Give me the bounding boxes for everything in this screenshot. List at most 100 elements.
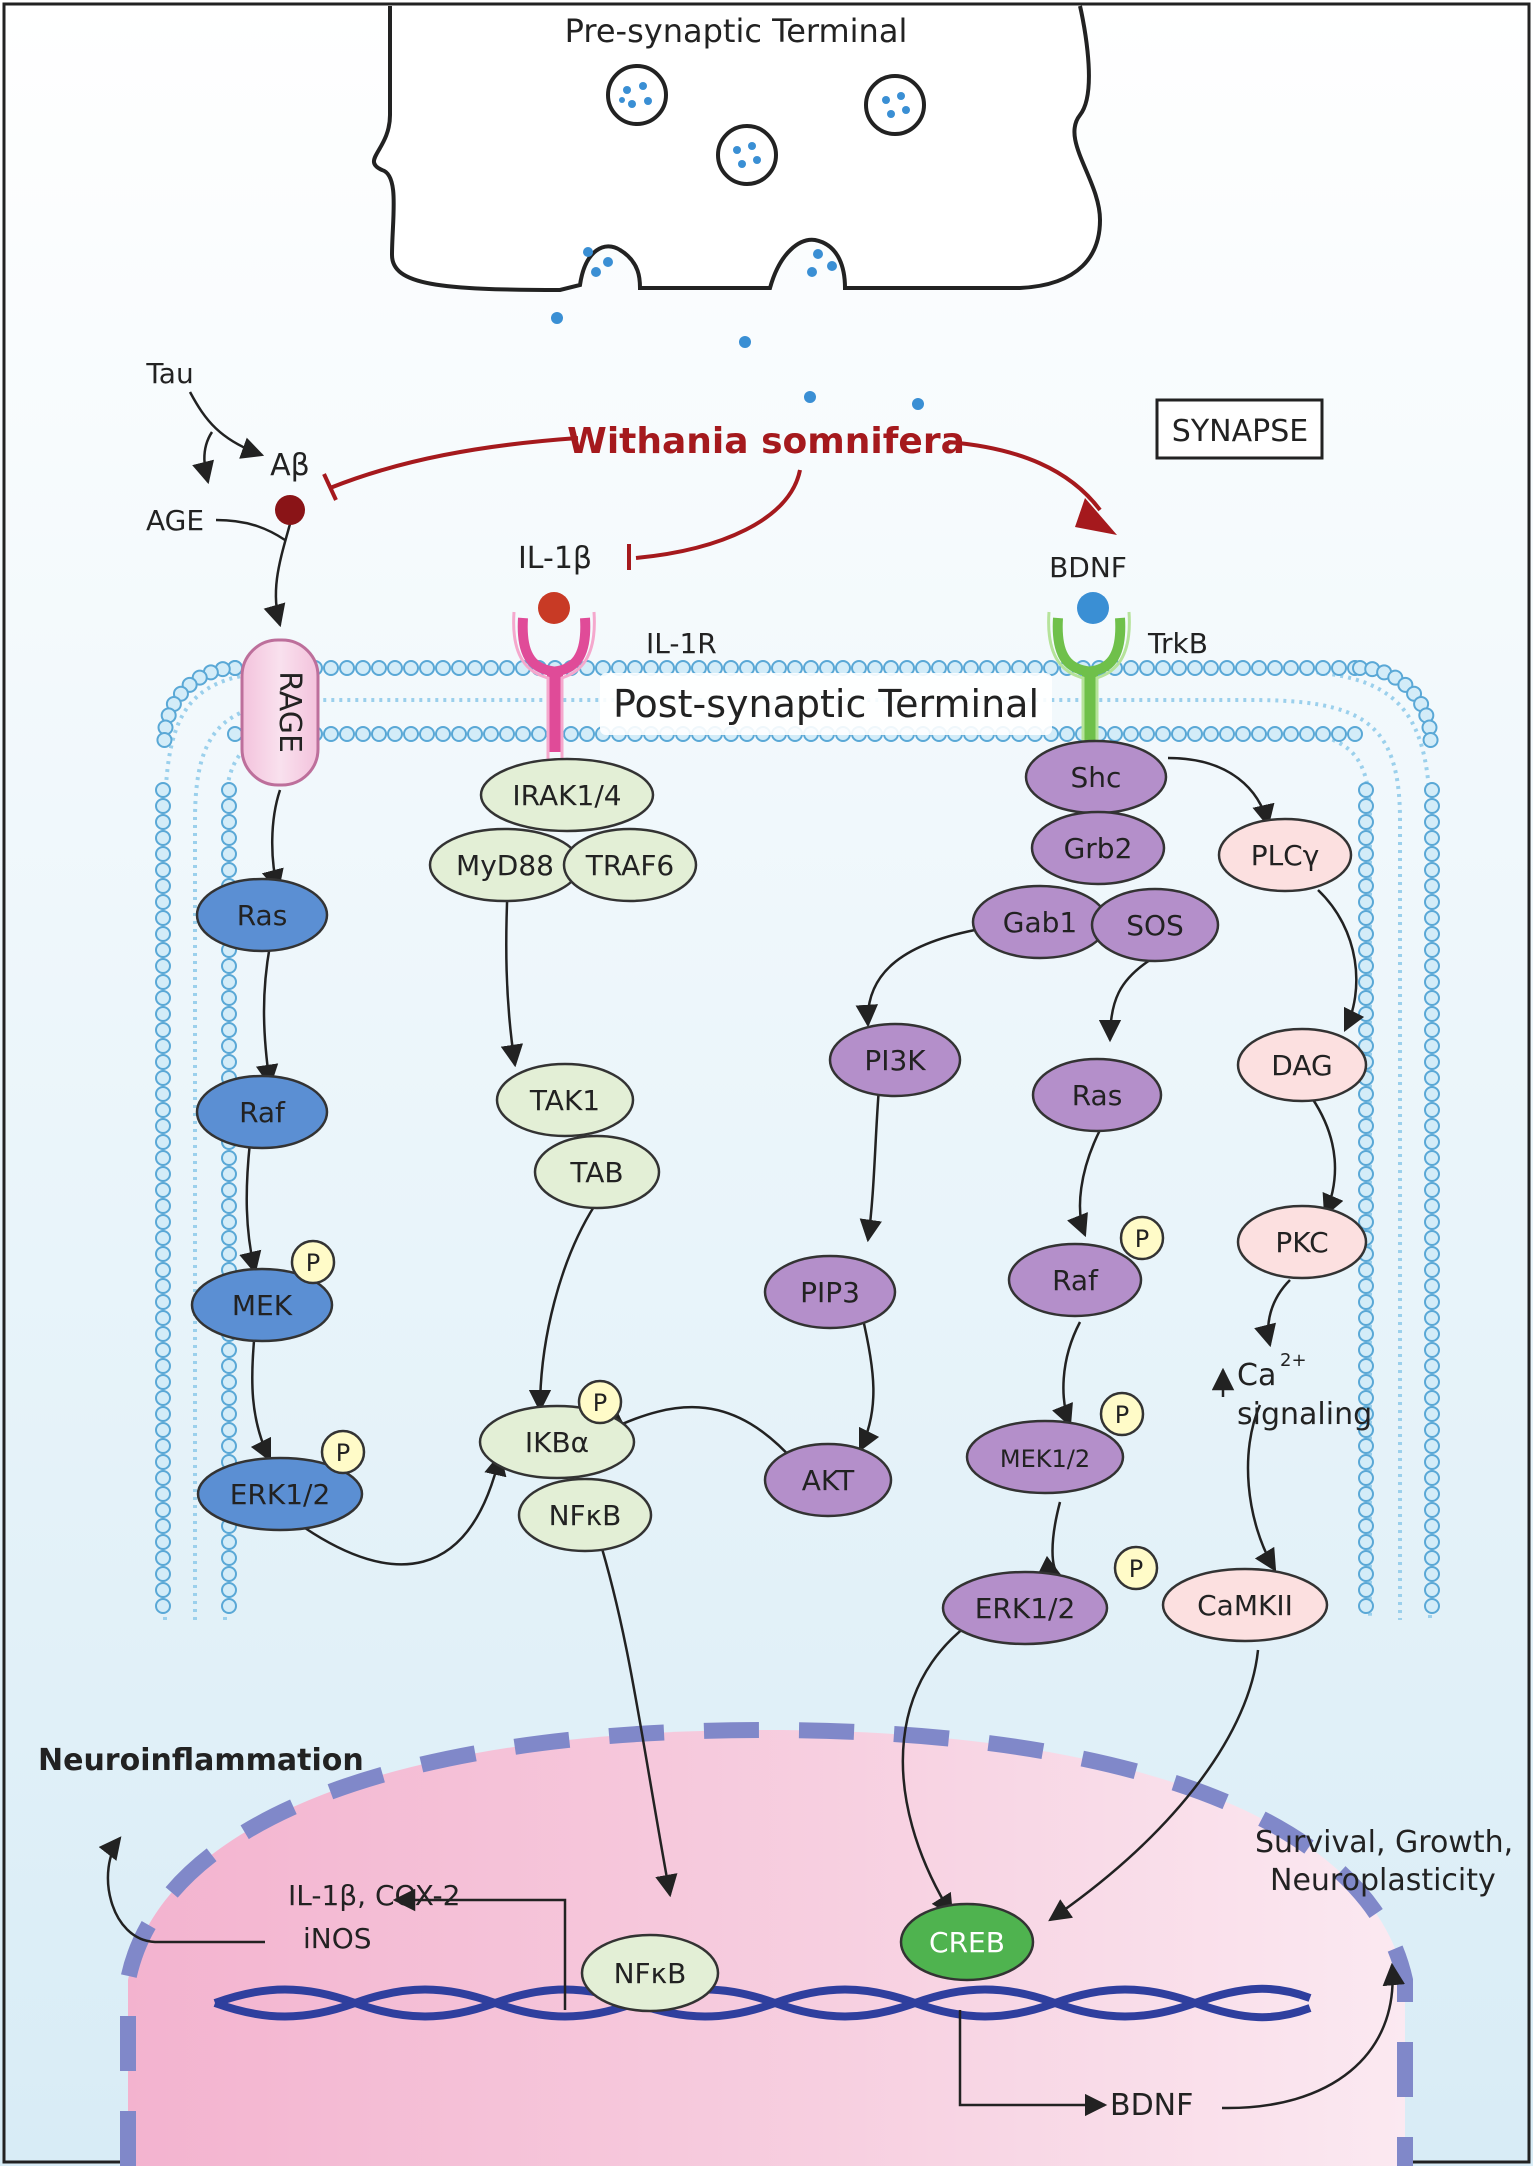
nuclear-products-line2: iNOS bbox=[303, 1922, 372, 1955]
node-traf6: TRAF6 bbox=[562, 827, 698, 903]
node-shape bbox=[495, 1062, 635, 1138]
node-raf-left: Raf bbox=[195, 1074, 329, 1150]
node-shape bbox=[478, 1404, 636, 1480]
node-tab: TAB bbox=[533, 1134, 661, 1210]
node-shape bbox=[965, 1419, 1125, 1495]
node-label: ERK1/2 bbox=[230, 1478, 331, 1511]
postsynaptic-label: Post-synaptic Terminal bbox=[613, 682, 1039, 726]
node-label: Raf bbox=[239, 1096, 286, 1129]
node-label: SOS bbox=[1126, 909, 1184, 942]
node-label: PLCγ bbox=[1251, 839, 1320, 872]
node-creb: CREB bbox=[899, 1902, 1035, 1982]
trkb-receptor bbox=[1047, 611, 1131, 760]
node-label: Ras bbox=[1072, 1079, 1123, 1112]
il1r-receptor bbox=[512, 611, 596, 760]
node-shape bbox=[562, 827, 698, 903]
node-shape bbox=[580, 1933, 720, 2013]
tau-label: Tau bbox=[145, 357, 193, 390]
neuroinflammation-label: Neuroinflammation bbox=[38, 1743, 364, 1778]
nuclear-products-line1: IL-1β, COX-2 bbox=[288, 1879, 460, 1912]
node-shape bbox=[1236, 1027, 1368, 1103]
bdnf-bottom-label: BDNF bbox=[1110, 2088, 1193, 2123]
phospho-badge: P bbox=[320, 1429, 366, 1475]
bdnf-ligand bbox=[1077, 592, 1109, 624]
presynaptic-terminal: Pre-synaptic Terminal bbox=[372, 5, 1103, 410]
node-label: PIP3 bbox=[800, 1276, 860, 1309]
node-shape bbox=[1007, 1242, 1143, 1318]
node-mek-left: MEK bbox=[190, 1267, 334, 1343]
node-shape bbox=[479, 757, 655, 833]
node-label: Gab1 bbox=[1003, 906, 1077, 939]
node-shape bbox=[196, 1456, 364, 1532]
node-label: MEK bbox=[232, 1289, 293, 1322]
dna-helix bbox=[213, 1984, 1312, 2022]
synapse-box bbox=[1155, 398, 1324, 460]
node-sos: SOS bbox=[1090, 887, 1220, 963]
node-ras-left: Ras bbox=[195, 877, 329, 953]
node-shape bbox=[190, 1267, 334, 1343]
withania-arrows bbox=[322, 436, 1102, 570]
node-shape bbox=[517, 1477, 653, 1553]
node-nfkb-nuc: NFκB bbox=[580, 1933, 720, 2013]
node-plcg: PLCγ bbox=[1217, 817, 1353, 893]
node-label: PI3K bbox=[864, 1044, 926, 1077]
node-shc: Shc bbox=[1024, 739, 1168, 815]
node-label: Ras bbox=[237, 899, 288, 932]
synapse-label: SYNAPSE bbox=[1172, 414, 1308, 449]
node-label: NFκB bbox=[614, 1957, 687, 1990]
phospho-badge: P bbox=[577, 1379, 623, 1425]
il1b-ligand bbox=[538, 592, 570, 624]
node-raf-right: Raf bbox=[1007, 1242, 1143, 1318]
node-shape bbox=[763, 1254, 897, 1330]
node-camkii: CaMKII bbox=[1161, 1567, 1329, 1643]
ca-signaling-text: signaling bbox=[1237, 1397, 1372, 1432]
abeta-ligand bbox=[275, 495, 305, 525]
node-gab1: Gab1 bbox=[971, 884, 1109, 960]
node-label: CREB bbox=[929, 1926, 1005, 1959]
postsynaptic-label-bg bbox=[600, 673, 1052, 735]
nucleus bbox=[120, 1721, 1413, 2166]
node-shape bbox=[533, 1134, 661, 1210]
svg-text:P: P bbox=[1135, 1225, 1149, 1253]
node-shape bbox=[899, 1902, 1035, 1982]
svg-text:P: P bbox=[336, 1439, 350, 1467]
withania-activation-arrowhead bbox=[1075, 498, 1117, 535]
svg-text:P: P bbox=[593, 1389, 607, 1417]
survival-line1: Survival, Growth, bbox=[1255, 1825, 1513, 1860]
pathway-arrows bbox=[98, 756, 1405, 2117]
node-mek12: MEK1/2 bbox=[965, 1419, 1125, 1495]
il1b-label: IL-1β bbox=[518, 541, 592, 576]
node-akt: AKT bbox=[763, 1442, 893, 1518]
node-label: TRAF6 bbox=[585, 849, 675, 882]
node-shape bbox=[1217, 817, 1353, 893]
node-label: NFκB bbox=[549, 1499, 622, 1532]
vesicle bbox=[606, 64, 668, 126]
age-label: AGE bbox=[146, 504, 204, 537]
node-erk-left: ERK1/2 bbox=[196, 1456, 364, 1532]
node-ras-right: Ras bbox=[1031, 1057, 1163, 1133]
vesicle bbox=[716, 124, 778, 186]
node-nfkb: NFκB bbox=[517, 1477, 653, 1553]
node-shape bbox=[1030, 810, 1166, 886]
svg-text:P: P bbox=[306, 1249, 320, 1277]
presynaptic-label: Pre-synaptic Terminal bbox=[565, 12, 908, 50]
withania-label: Withania somnifera bbox=[567, 421, 965, 462]
node-dag: DAG bbox=[1236, 1027, 1368, 1103]
node-shape bbox=[763, 1442, 893, 1518]
node-shape bbox=[1031, 1057, 1163, 1133]
node-erk-right: ERK1/2 bbox=[941, 1570, 1109, 1646]
node-label: TAK1 bbox=[529, 1084, 600, 1117]
node-pip3: PIP3 bbox=[763, 1254, 897, 1330]
phospho-badge: P bbox=[1099, 1391, 1145, 1437]
node-label: Grb2 bbox=[1064, 832, 1133, 865]
survival-line2: Neuroplasticity bbox=[1270, 1863, 1496, 1898]
node-label: Raf bbox=[1052, 1264, 1099, 1297]
node-shape bbox=[195, 1074, 329, 1150]
svg-text:P: P bbox=[1115, 1401, 1129, 1429]
rage-label: RAGE bbox=[272, 671, 307, 753]
phospho-badge: P bbox=[290, 1239, 336, 1285]
node-grb2: Grb2 bbox=[1030, 810, 1166, 886]
